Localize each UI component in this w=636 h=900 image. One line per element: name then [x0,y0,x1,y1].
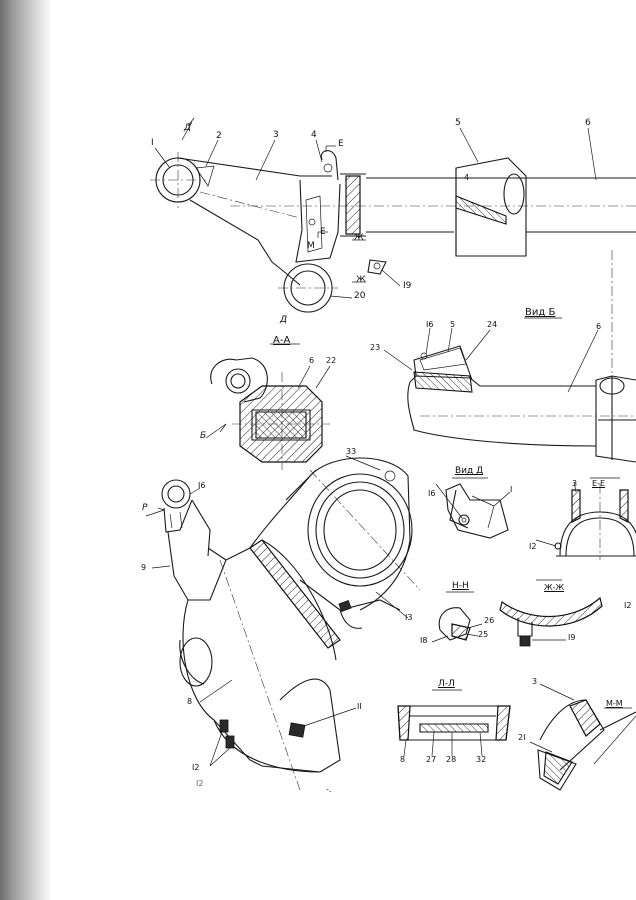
part-number: 5 [450,320,456,329]
part-number: 24 [487,320,498,329]
section-mark-zh: Ж [356,275,366,285]
part-number: I9 [568,633,576,642]
view-title-l-l: Л-Л [438,679,455,689]
section-mark-m: М [307,241,315,251]
part-number: 27 [426,755,437,764]
section-mark-d: Д [280,315,288,325]
section-mark-b: Б [200,431,207,441]
part-number: I6 [198,481,206,490]
part-number: 26 [484,616,495,625]
part-number: I9 [403,281,412,291]
part-number: 3 [532,677,538,686]
part-number: I8 [420,636,428,645]
part-number: 8 [187,697,193,706]
part-number: 3 [273,130,279,140]
part-number: 33 [346,447,357,456]
view-b [383,317,636,463]
section-mark-d: Д [184,123,192,133]
part-number: 4 [311,130,317,140]
part-number: 6 [585,118,591,128]
view-title-zh-zh: Ж-Ж [544,583,565,592]
part-number: 6 [596,322,602,331]
svg-text:4: 4 [464,173,469,182]
part-number: I [510,485,513,494]
view-title-n-n: Н-Н [452,581,469,591]
part-number: 23 [370,343,381,352]
part-number: 28 [446,755,457,764]
view-title-m-m: М-М [606,699,623,708]
part-number: 25 [478,630,489,639]
section-m-m [529,683,636,791]
isometric-view [145,455,421,791]
part-number: 8 [400,755,406,764]
section-mark-e: Е [338,139,344,149]
part-number: 2 [216,131,222,141]
view-title-e-e: Е-Е [592,479,605,488]
view-title-b: Вид Б [525,307,556,318]
section-mark-r: Р [142,503,148,513]
part-number: 9 [141,563,147,572]
scan-shadow-edge [0,0,52,900]
part-number: II [357,702,362,711]
view-title-a-a: А-А [273,335,291,346]
section-n-n [431,591,483,643]
section-mark-zh: Ж [354,233,364,243]
part-number: I6 [426,320,434,329]
section-e-e [535,477,636,560]
stray-mark: I2 [196,779,204,788]
stray-mark: -. [326,785,332,794]
part-number: 5 [455,118,461,128]
view-d [435,477,511,539]
section-a-a [205,343,331,470]
part-number: 6 [309,356,315,365]
view-title-d: Вид Д [455,466,484,476]
part-number: 32 [476,755,487,764]
part-number: 2I [518,733,526,742]
part-number: 22 [326,356,337,365]
part-number: I3 [405,613,413,622]
part-number: 3 [572,479,578,488]
part-number: I6 [428,489,436,498]
section-mark-e: Е [320,227,326,237]
part-number: I2 [624,601,632,610]
main-assembly-view: 4 [150,117,636,420]
part-number: I2 [192,763,200,772]
section-zh-zh [499,579,603,647]
part-number: 20 [354,291,366,301]
part-number: I [151,138,154,148]
part-number: I2 [529,542,537,551]
section-l-l [397,689,511,757]
